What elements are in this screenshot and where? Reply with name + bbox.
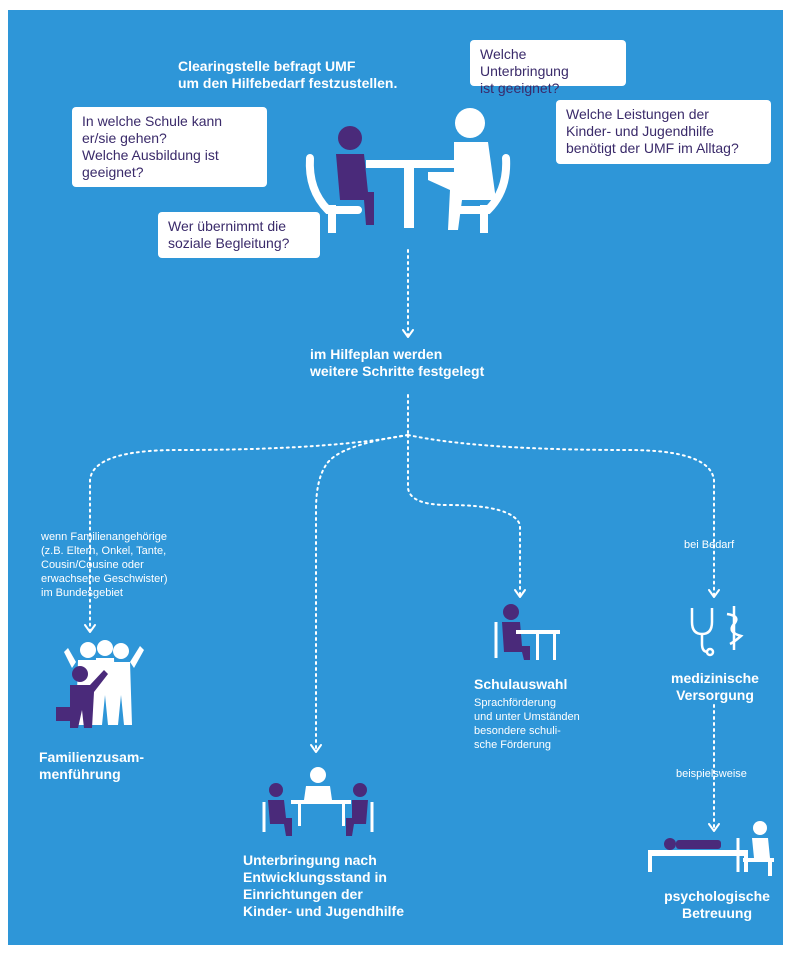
connector-family [89,434,409,631]
diagram-panel: Clearingstelle befragt UMF um den Hilfeb… [8,10,783,945]
dark-person-body [336,154,374,225]
meeting-icon [262,767,374,836]
arrowhead-school [514,589,526,598]
school-desk-icon [494,604,560,660]
medical-title: medizinische Versorgung [671,670,759,703]
connector-school [407,434,521,596]
arrowhead-psych [708,823,720,832]
white-person-head [455,108,485,138]
connector-lines [56,108,774,876]
table-leg [404,168,414,228]
speech-bubble-accommodation: Welche Unterbringung ist geeignet? [470,40,626,96]
speech-bubble-social: Wer übernimmt die soziale Begleitung? [158,212,320,258]
school-title: Schulauswahl [474,676,568,692]
speech-bubble-school: In welche Schule kann er/sie gehen? Welc… [72,107,267,187]
medical-icons [690,606,744,657]
dark-person-head [338,126,362,150]
white-person-body [428,142,496,230]
hilfeplan-text: im Hilfeplan werden weitere Schritte fes… [310,346,485,379]
psych-icon [648,821,774,876]
speech-bubble-services: Welche Leistungen der Kinder- und Jugend… [556,100,771,164]
school-detail-text: Sprachförderung und unter Umständen beso… [474,697,580,751]
interview-illustration [305,108,511,233]
arrowhead-housing [310,744,322,753]
medical-condition-text: bei Bedarf [684,539,735,551]
arrowhead-medical [708,589,720,598]
arrowhead-plan [402,329,414,338]
connector-housing [315,434,409,751]
family-icon [56,640,144,728]
intro-text: Clearingstelle befragt UMF um den Hilfeb… [178,58,398,91]
psych-title: psychologische Betreuung [664,888,770,921]
family-condition-text: wenn Familienangehörige (z.B. Eltern, On… [41,531,168,599]
table-top [366,160,456,168]
arrowhead-family [84,624,96,633]
connector-medical [407,434,715,596]
medical-example-text: beispielsweise [676,768,747,780]
housing-title: Unterbringung nach Entwicklungsstand in … [243,852,404,919]
family-title: Familienzusam- menführung [39,749,145,782]
